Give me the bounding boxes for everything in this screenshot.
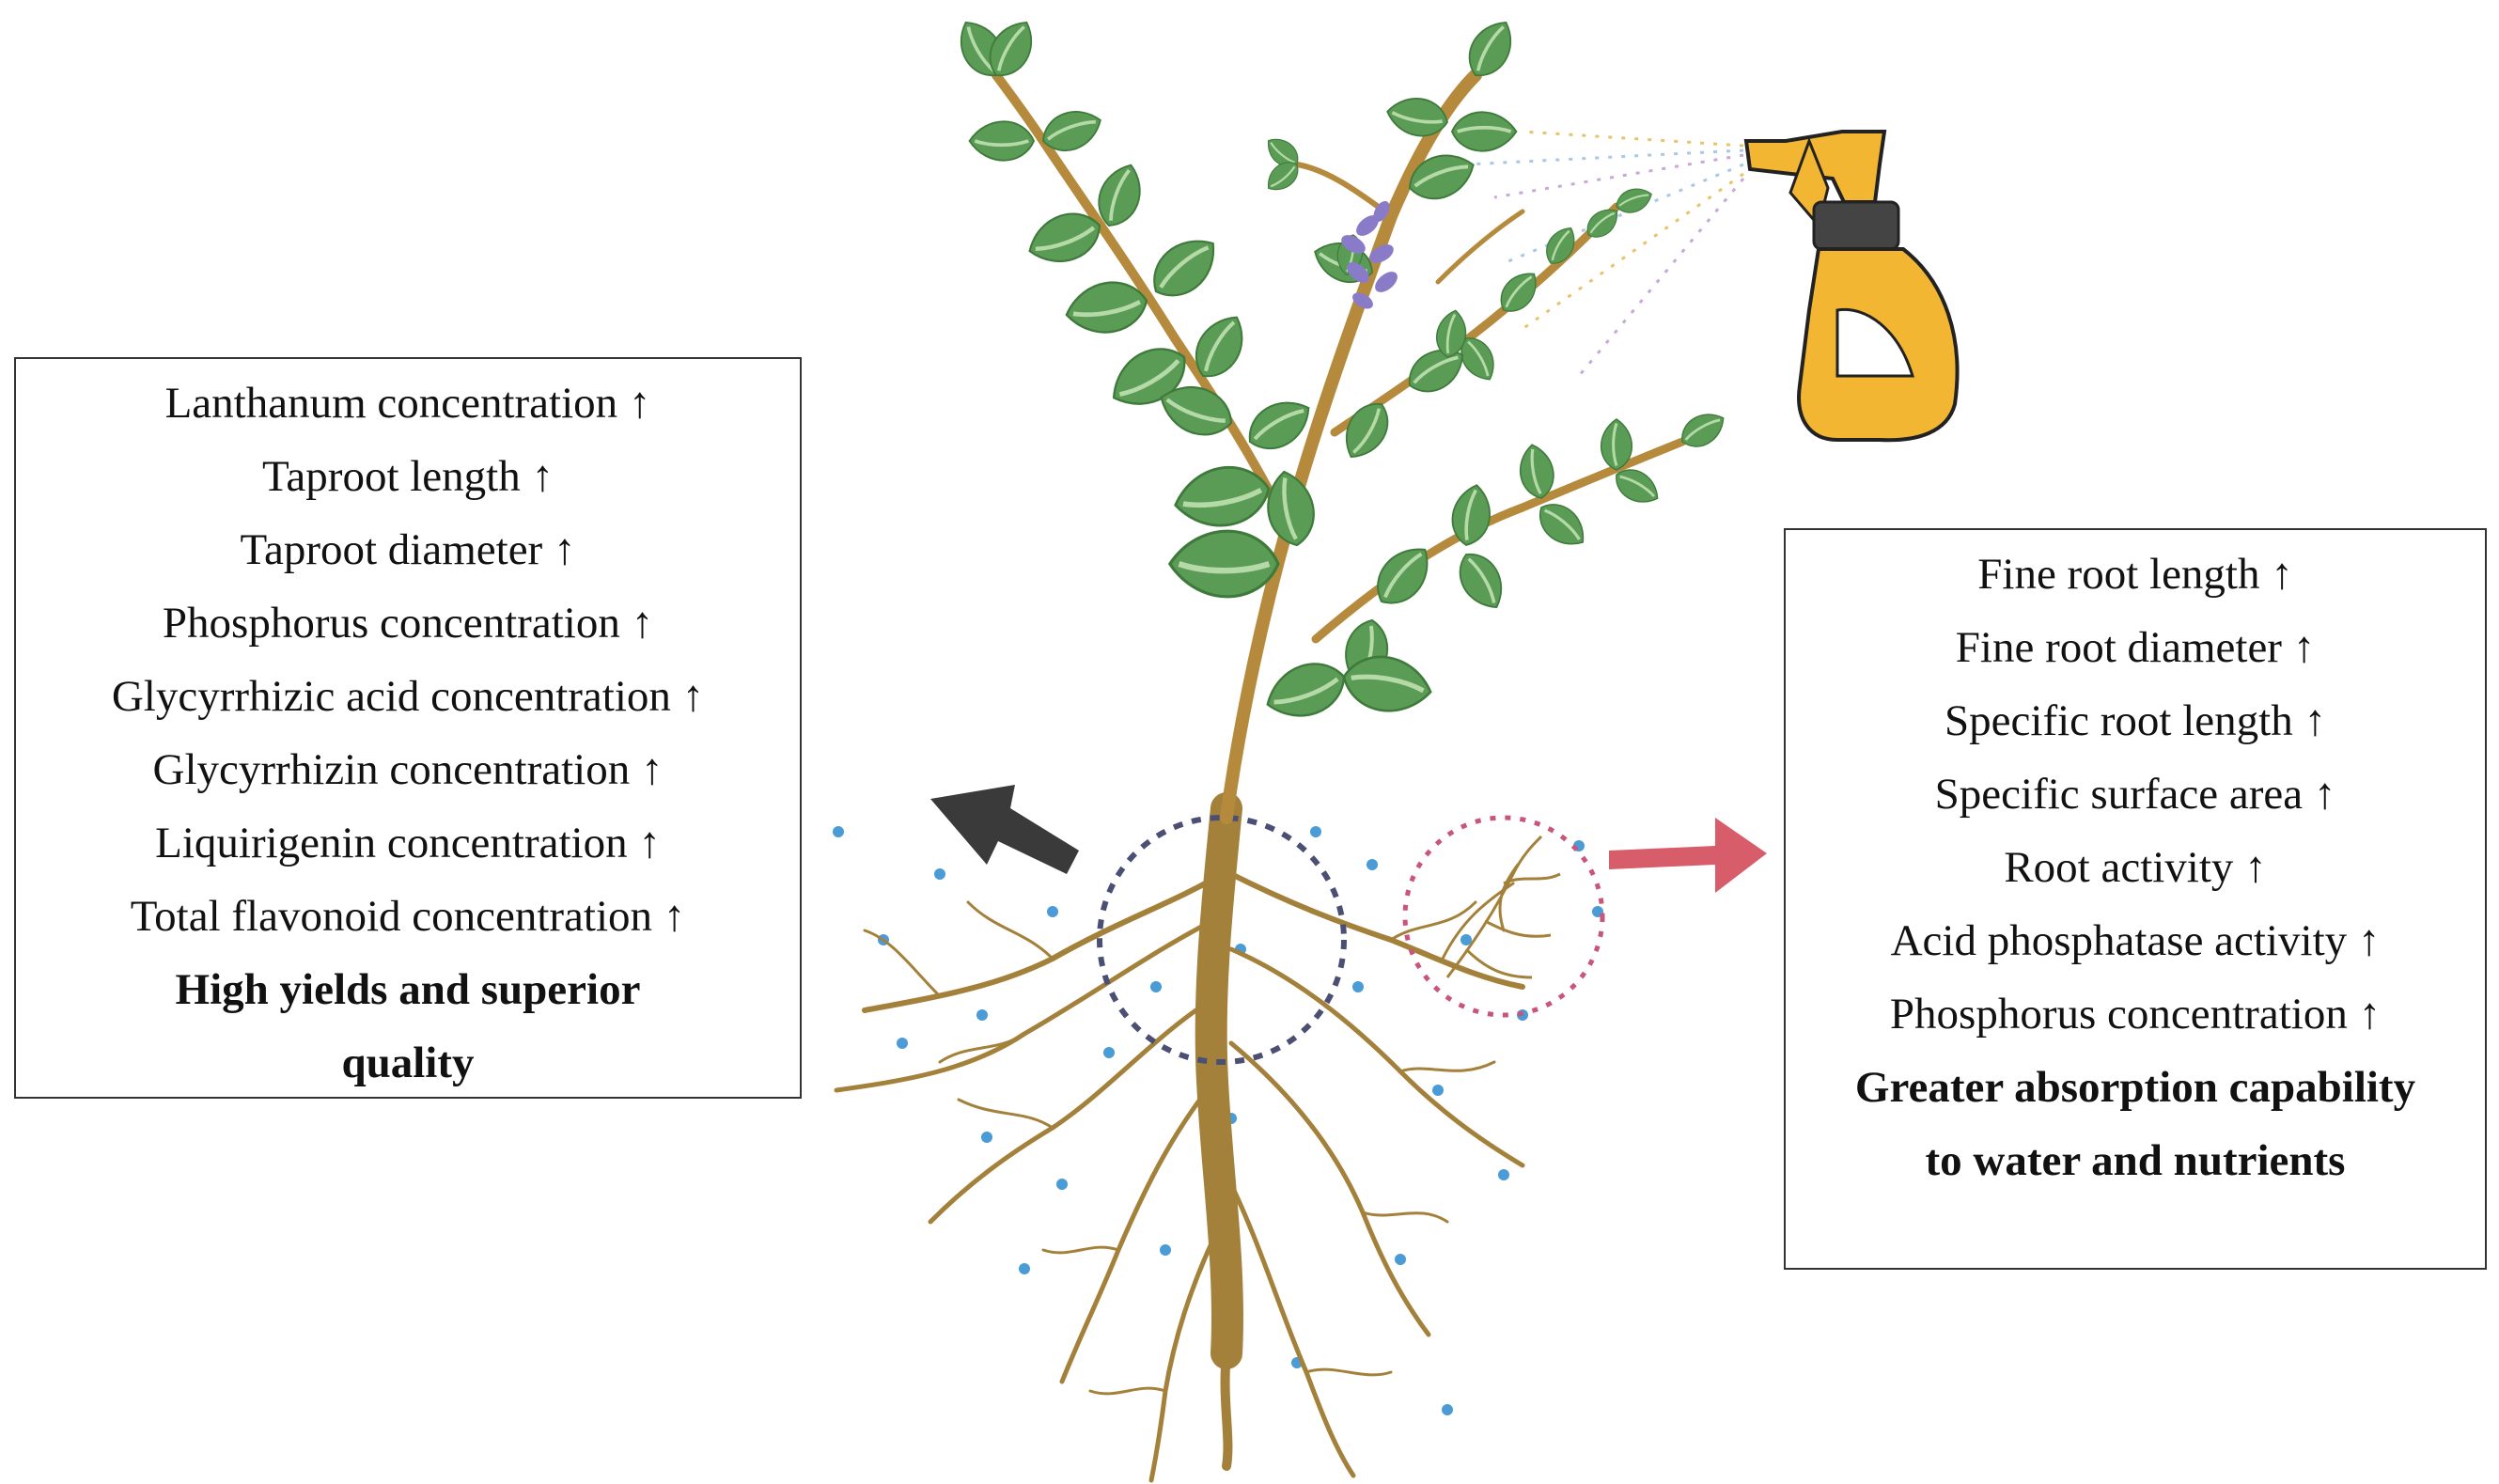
- root-system: [834, 792, 1525, 1483]
- list-item: Acid phosphatase activity ↑: [1890, 916, 2381, 965]
- left-effects-list: Lanthanum concentration ↑ Taproot length…: [16, 367, 800, 953]
- left-effects-panel: Lanthanum concentration ↑ Taproot length…: [14, 357, 802, 1099]
- right-arrow-icon: [1609, 818, 1767, 893]
- list-item: Taproot diameter ↑: [240, 525, 576, 574]
- spray-mist: [1465, 130, 1745, 377]
- list-item: Phosphorus concentration ↑: [162, 599, 654, 648]
- list-item: Total flavonoid concentration ↑: [130, 892, 686, 941]
- list-item: Specific root length ↑: [1945, 696, 2326, 745]
- list-item: Specific surface area ↑: [1934, 770, 2336, 819]
- list-item: Phosphorus concentration ↑: [1889, 990, 2382, 1039]
- taproot-highlight-circle: [1097, 815, 1347, 1065]
- flower-spike: [1341, 201, 1398, 309]
- list-item: Fine root diameter ↑: [1955, 623, 2316, 672]
- list-item: Liquirigenin concentration ↑: [155, 819, 661, 867]
- right-conclusion: Greater absorption capability to water a…: [1854, 1063, 2416, 1185]
- list-item: Lanthanum concentration ↑: [164, 379, 651, 428]
- right-effects-list: Fine root length ↑ Fine root diameter ↑ …: [1786, 538, 2485, 1051]
- left-arrow-icon: [930, 785, 1079, 874]
- left-conclusion: High yields and superior quality: [175, 965, 641, 1087]
- list-item: Fine root length ↑: [1977, 550, 2293, 599]
- fine-root-highlight-circle: [1402, 815, 1605, 1018]
- right-effects-panel: Fine root length ↑ Fine root diameter ↑ …: [1784, 528, 2487, 1270]
- fine-roots: [1445, 835, 1561, 979]
- list-item: Glycyrrhizin concentration ↑: [152, 745, 664, 794]
- spray-bottle-icon: [1743, 130, 1960, 443]
- plant-stems: [992, 69, 1687, 824]
- list-item: Glycyrrhizic acid concentration ↑: [111, 672, 705, 721]
- list-item: Root activity ↑: [2004, 843, 2267, 892]
- list-item: Taproot length ↑: [262, 452, 554, 501]
